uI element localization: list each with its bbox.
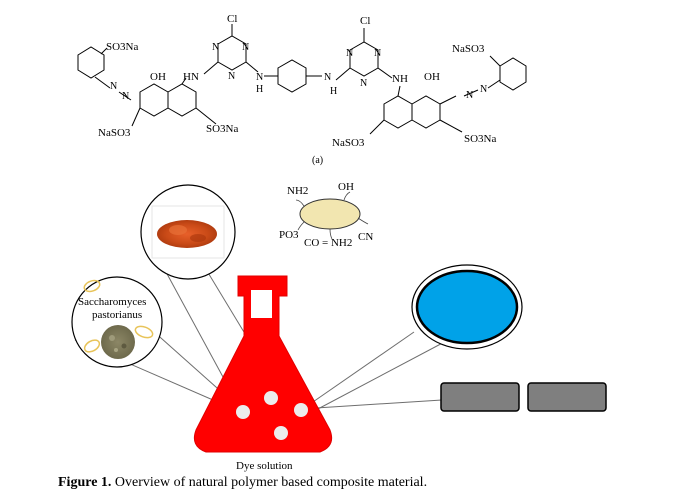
left-amine-n: N bbox=[256, 72, 263, 83]
orange-powder bbox=[157, 220, 217, 248]
particle-dot-4 bbox=[274, 426, 288, 440]
group-po3: PO3 bbox=[279, 229, 299, 241]
right-azo-n1: N bbox=[466, 90, 473, 101]
gray-slabs bbox=[440, 382, 607, 412]
left-amine-h: H bbox=[256, 84, 263, 95]
blue-disk bbox=[415, 269, 519, 345]
left-triazine-n2: N bbox=[242, 42, 249, 53]
right-triazine-n3: N bbox=[360, 78, 367, 89]
particle-dot-3 bbox=[294, 403, 308, 417]
left-naphthalene-ring-a bbox=[139, 83, 169, 117]
right-cl: Cl bbox=[360, 15, 370, 27]
yeast-label-line1: Saccharomyces bbox=[78, 296, 146, 308]
yeast-cell-2 bbox=[83, 339, 101, 353]
group-oh: OH bbox=[338, 181, 354, 193]
left-hn: HN bbox=[183, 71, 199, 83]
flask-neck-window bbox=[251, 290, 272, 318]
particle-dot-2 bbox=[264, 391, 278, 405]
right-amine-n: N bbox=[324, 72, 331, 83]
right-amine-h: H bbox=[330, 86, 337, 97]
yeast-inset: Saccharomyces pastorianus bbox=[71, 276, 163, 368]
yeast-powder bbox=[101, 325, 135, 359]
figure-caption: Figure 1. Overview of natural polymer ba… bbox=[58, 475, 427, 491]
right-naphthalene-ring-b bbox=[411, 95, 441, 129]
functional-particle: NH2 OH PO3 CN CO = NH2 bbox=[279, 181, 373, 249]
central-benzene-ring bbox=[277, 59, 307, 93]
connector-lines bbox=[74, 265, 453, 413]
powder-inset bbox=[140, 184, 236, 280]
left-triazine-n3: N bbox=[228, 71, 235, 82]
gray-slab-1 bbox=[440, 382, 520, 412]
right-phenyl-ring bbox=[499, 57, 527, 91]
flask-label: Dye solution bbox=[236, 460, 293, 472]
right-oh: OH bbox=[424, 71, 440, 83]
gray-slab-2 bbox=[527, 382, 607, 412]
left-triazine-n1: N bbox=[212, 42, 219, 53]
yeast-label-line2: pastorianus bbox=[92, 309, 142, 321]
right-nh: NH bbox=[392, 73, 408, 85]
panel-label-a: (a) bbox=[312, 155, 323, 166]
right-so3na-bottom: SO3Na bbox=[464, 133, 497, 145]
left-so3na-bottom: SO3Na bbox=[206, 123, 239, 135]
left-naphthalene-ring-b bbox=[167, 83, 197, 117]
caption-label: Figure 1. bbox=[58, 475, 112, 490]
yeast-cell-3 bbox=[134, 325, 154, 339]
yeast-cell-1 bbox=[83, 279, 101, 293]
erlenmeyer-flask bbox=[193, 275, 333, 453]
caption-text: Overview of natural polymer based compos… bbox=[111, 475, 428, 490]
group-cn: CN bbox=[358, 231, 373, 243]
right-azo-n2: N bbox=[480, 84, 487, 95]
chemical-structure bbox=[77, 24, 527, 135]
right-naphthalene-ring-a bbox=[383, 95, 413, 129]
left-phenyl-ring bbox=[77, 46, 105, 79]
left-cl: Cl bbox=[227, 13, 237, 25]
left-so3na-top: SO3Na bbox=[106, 41, 139, 53]
particle-dot-1 bbox=[236, 405, 250, 419]
left-azo-n1: N bbox=[110, 81, 117, 92]
structure-labels: SO3Na N N OH HN NaSO3 SO3Na Cl N N N N H… bbox=[98, 13, 497, 166]
right-triazine-n1: N bbox=[346, 48, 353, 59]
right-naso3-bottom: NaSO3 bbox=[332, 137, 365, 149]
group-co-nh2: CO = NH2 bbox=[304, 237, 352, 249]
left-oh: OH bbox=[150, 71, 166, 83]
group-nh2: NH2 bbox=[287, 185, 308, 197]
disk-inset bbox=[411, 264, 523, 350]
left-naso3-bottom: NaSO3 bbox=[98, 127, 131, 139]
right-naso3-top: NaSO3 bbox=[452, 43, 485, 55]
left-azo-n2: N bbox=[122, 91, 129, 102]
right-triazine-n2: N bbox=[374, 48, 381, 59]
